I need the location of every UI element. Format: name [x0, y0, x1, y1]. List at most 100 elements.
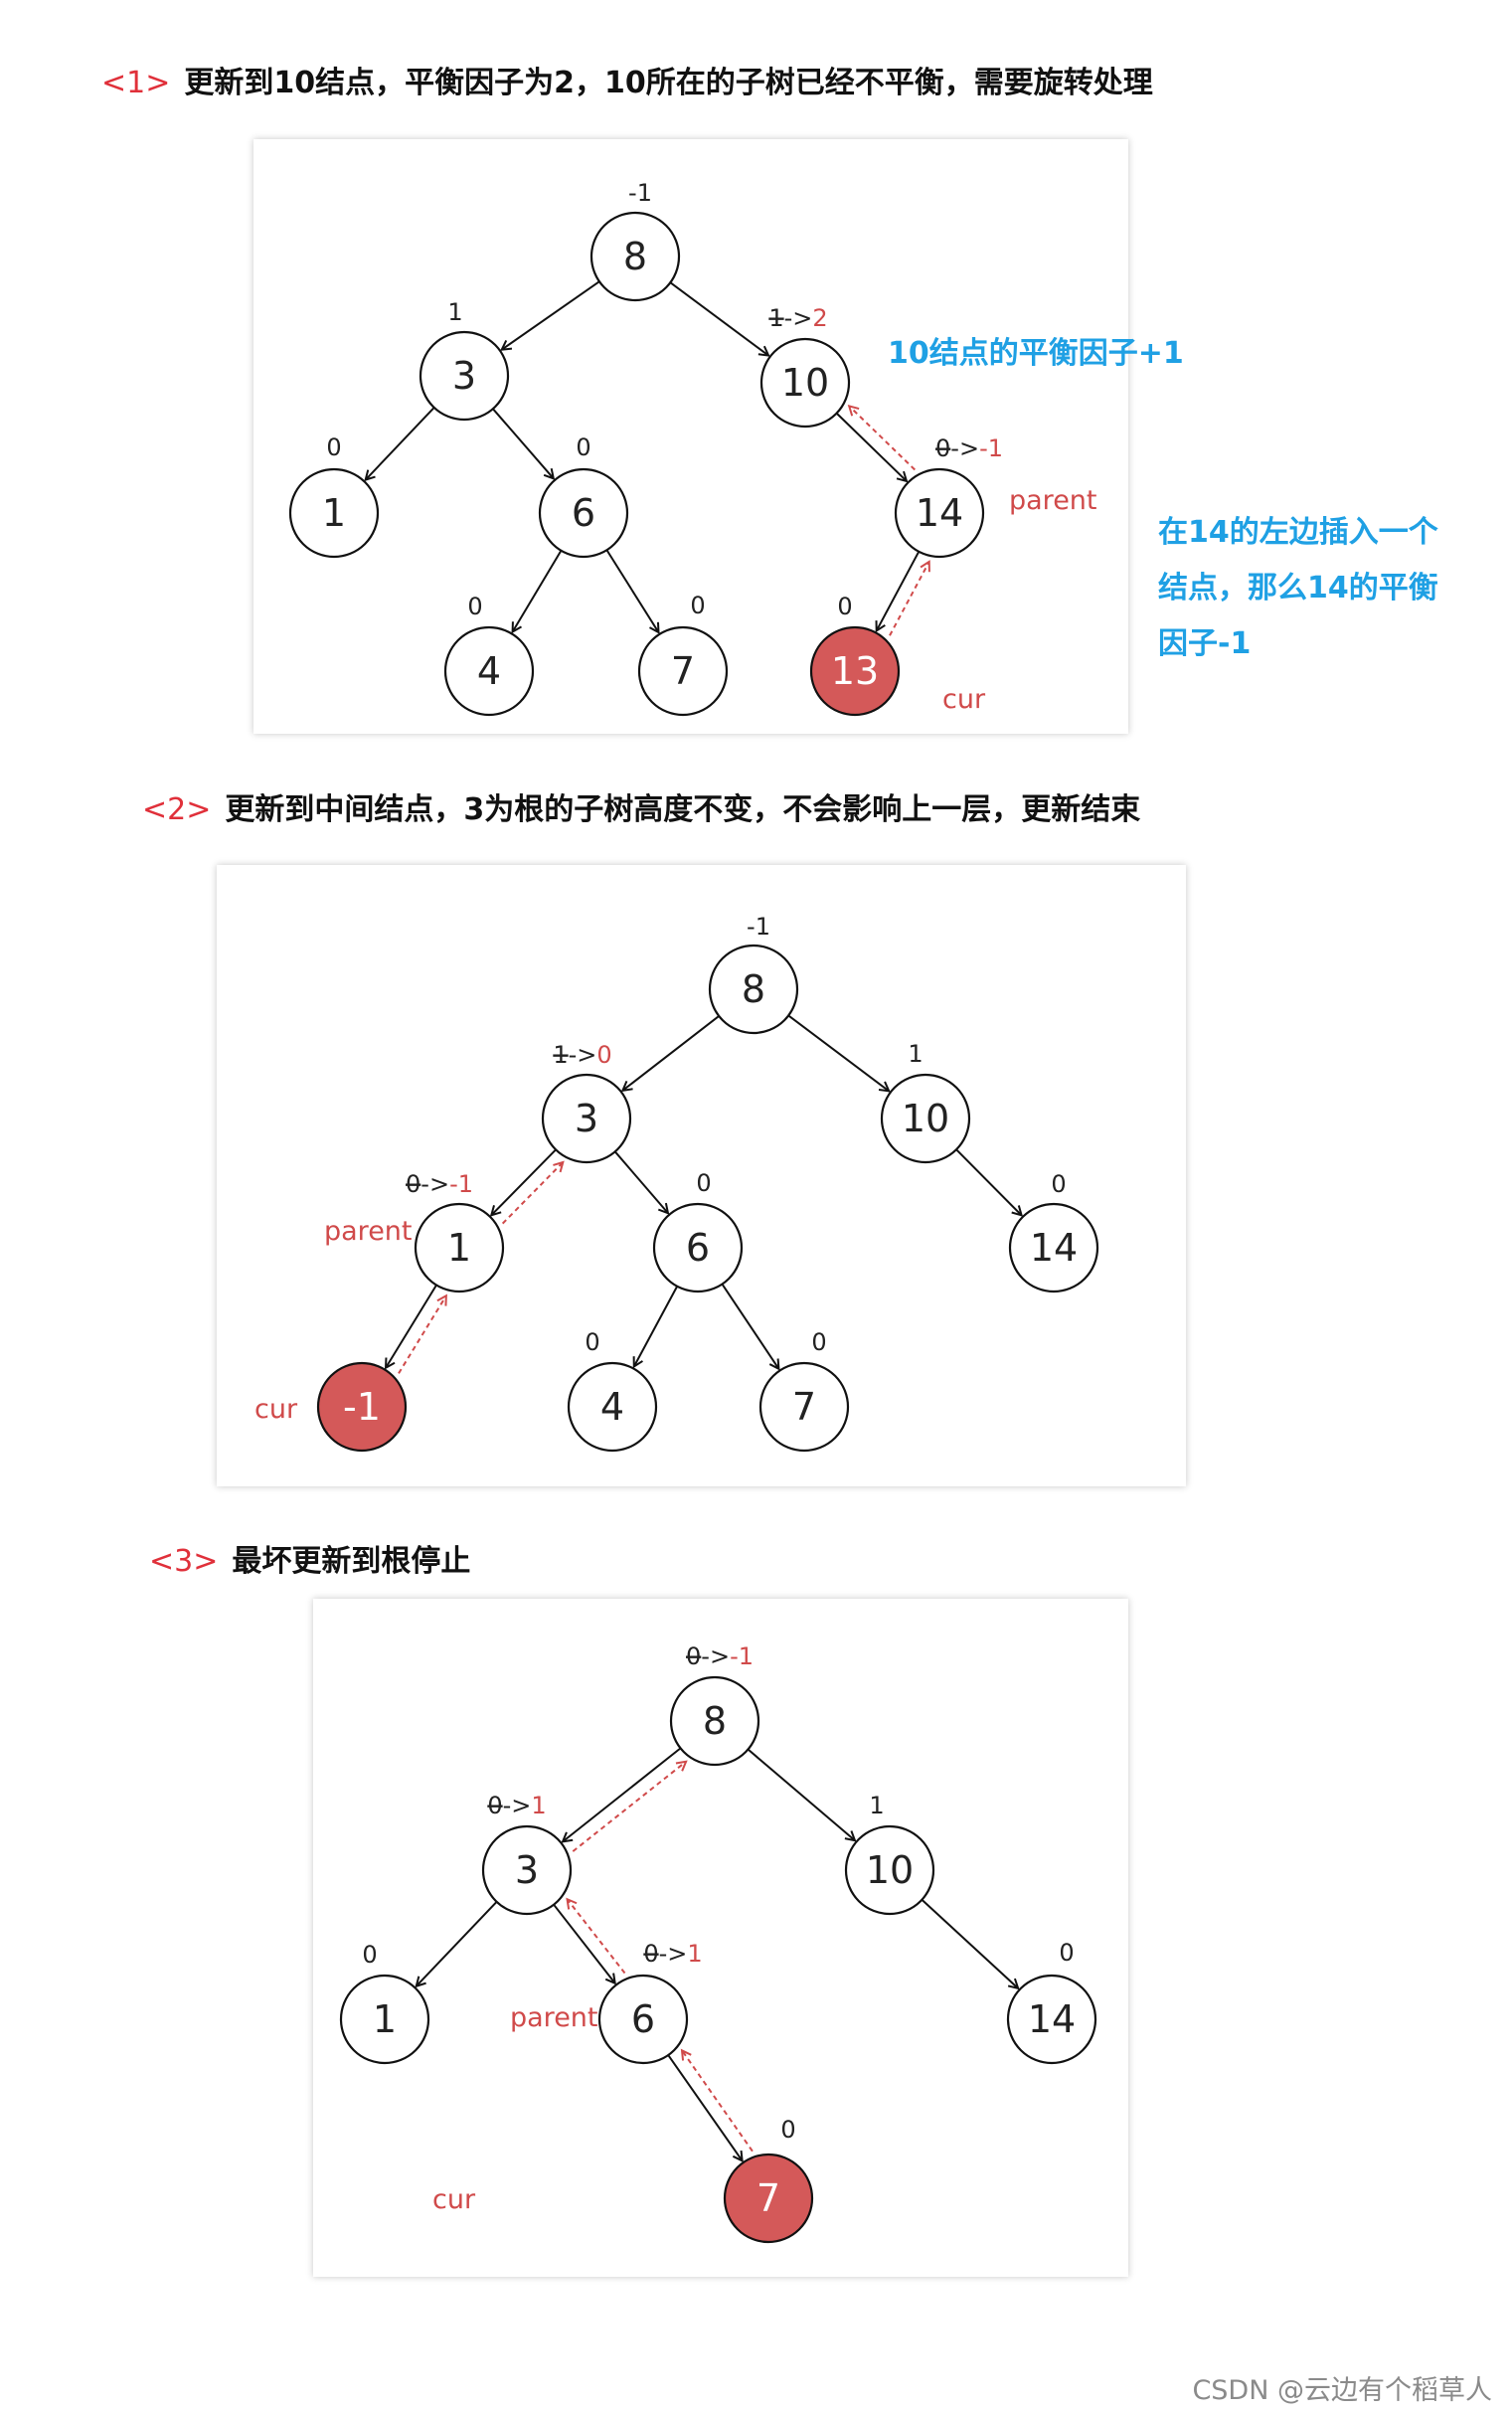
balance-factor: 0 — [1051, 1170, 1066, 1198]
edge-n3-n6 — [613, 1150, 668, 1213]
tree-node--1: -1 — [316, 1361, 408, 1453]
edge-n10-n14 — [955, 1148, 1022, 1215]
edge-n1-nm1 — [386, 1284, 437, 1368]
tree-node-1: 1 — [414, 1202, 505, 1293]
edge-n8-n10 — [747, 1748, 855, 1841]
tree-node-3: 3 — [419, 330, 510, 422]
node-circle — [481, 1824, 573, 1916]
bf-arrow: -> — [701, 1642, 730, 1670]
node-label: -1 — [343, 1385, 381, 1429]
balance-factor: -1 — [747, 913, 770, 941]
edge-n6-n7 — [721, 1284, 778, 1369]
tree-node-6: 6 — [652, 1202, 744, 1293]
node-label: 1 — [373, 1997, 397, 2041]
node-circle — [1006, 1974, 1097, 2065]
balance-factor: 0 — [326, 433, 341, 461]
tree-node-3: 3 — [541, 1073, 632, 1164]
tree-node-13: 13 — [809, 625, 901, 717]
edge-n3-n1 — [366, 407, 435, 480]
section-2-number: <2> — [142, 792, 212, 827]
bf-new: -1 — [979, 434, 1003, 462]
edge-n6-n7 — [605, 549, 658, 632]
balance-factor: 0 — [362, 1941, 377, 1969]
edge-n6-n7 — [667, 2054, 742, 2160]
section-3-number: <3> — [149, 1544, 219, 1579]
node-label: 4 — [477, 649, 501, 693]
section-2-heading-text: 更新到中间结点，3为根的子树高度不变，不会影响上一层，更新结束 — [225, 792, 1141, 827]
update-path-n1-n3 — [501, 1162, 564, 1225]
node-circle — [597, 1974, 689, 2065]
tree-node-10: 10 — [880, 1073, 971, 1164]
node-label: 14 — [1028, 1997, 1076, 2041]
node-label: 6 — [631, 1997, 655, 2041]
tree-node-8: 8 — [669, 1675, 760, 1767]
node-circle — [288, 467, 380, 559]
node-circle — [723, 2153, 814, 2244]
edge-n3-n6 — [492, 408, 554, 478]
tree-node-10: 10 — [759, 337, 851, 429]
node-circle — [809, 625, 901, 717]
node-circle — [541, 1073, 632, 1164]
bf-arrow: -> — [503, 1792, 532, 1819]
bf-new: 0 — [596, 1041, 611, 1069]
bf-arrow: -> — [569, 1041, 597, 1069]
node-circle — [339, 1974, 430, 2065]
balance-factor: 0 — [467, 593, 482, 620]
update-path-n13-n14 — [889, 562, 929, 636]
balance-factor: 0 — [837, 593, 852, 620]
bf-arrow: -> — [659, 1940, 688, 1968]
tree-node-14: 14 — [894, 467, 985, 559]
balance-factor: -1 — [628, 179, 652, 207]
node-label: 10 — [902, 1097, 949, 1140]
balance-factor: 1 — [908, 1040, 923, 1068]
node-label: 10 — [866, 1848, 914, 1892]
node-label: 6 — [686, 1226, 710, 1270]
balance-factor: 0 — [690, 592, 705, 619]
balance-factor: 0 — [585, 1328, 599, 1356]
cur-label: cur — [942, 684, 986, 715]
node-label: 8 — [703, 1699, 727, 1743]
node-label: 4 — [600, 1385, 624, 1429]
balance-factor-update: 0->1 — [487, 1792, 546, 1819]
section-3-heading-text: 最坏更新到根停止 — [232, 1544, 471, 1579]
edge-n8-n10 — [787, 1014, 889, 1091]
tree-node-1: 1 — [339, 1974, 430, 2065]
bf-old: 0 — [686, 1642, 701, 1670]
bf-old: 0 — [935, 434, 950, 462]
tree-node-6: 6 — [597, 1974, 689, 2065]
node-circle — [758, 1361, 850, 1453]
balance-factor: 0 — [576, 433, 590, 461]
bf-new: -1 — [730, 1642, 754, 1670]
node-circle — [894, 467, 985, 559]
edge-n10-n14 — [835, 412, 907, 481]
node-label: 1 — [447, 1226, 471, 1270]
tree-node-6: 6 — [538, 467, 629, 559]
node-circle — [844, 1824, 935, 1916]
node-label: 13 — [831, 649, 879, 693]
update-path-n6-n3 — [568, 1899, 626, 1975]
tree-node-7: 7 — [723, 2153, 814, 2244]
bf-old: 0 — [406, 1170, 420, 1198]
note-balance-plus-one: 10结点的平衡因子+1 — [888, 336, 1184, 371]
tree-node-4: 4 — [567, 1361, 658, 1453]
update-path-nm1-n1 — [398, 1295, 446, 1374]
edge-n3-n1 — [417, 1901, 498, 1986]
node-circle — [759, 337, 851, 429]
balance-factor-update: 1->2 — [768, 304, 827, 332]
node-label: 3 — [452, 354, 476, 398]
edge-n8-n3 — [563, 1747, 682, 1841]
node-circle — [538, 467, 629, 559]
edge-n10-n14 — [921, 1899, 1018, 1988]
edge-n8-n10 — [669, 281, 768, 355]
node-label: 7 — [792, 1385, 816, 1429]
node-circle — [316, 1361, 408, 1453]
note-insert-left: 在14的左边插入一个 结点，那么14的平衡 因子-1 — [1158, 505, 1438, 672]
edge-n3-n1 — [491, 1148, 557, 1215]
edge-n8-n3 — [502, 280, 600, 350]
parent-label: parent — [510, 2002, 598, 2033]
balance-factor-update: 0->-1 — [406, 1170, 473, 1198]
balance-factor-update: 0->-1 — [935, 434, 1003, 462]
